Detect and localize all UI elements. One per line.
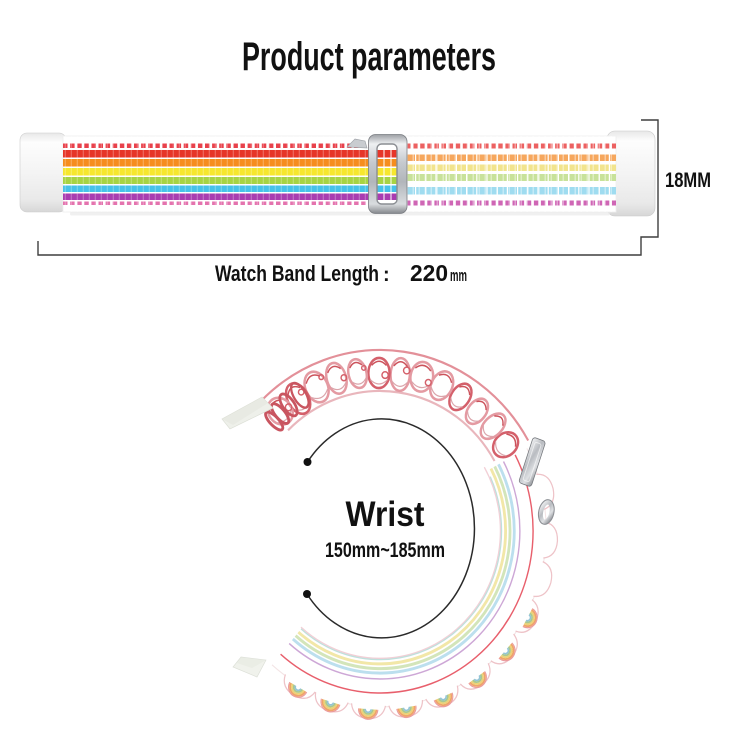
svg-text:18MM: 18MM <box>665 168 711 192</box>
svg-text:150mm~185mm: 150mm~185mm <box>325 539 445 562</box>
svg-text:Wrist: Wrist <box>346 495 425 534</box>
svg-text:220: 220 <box>410 260 448 286</box>
svg-text::: : <box>383 264 390 286</box>
svg-text:mm: mm <box>450 267 467 285</box>
svg-text:Product parameters: Product parameters <box>242 35 496 79</box>
svg-text:Watch Band Length: Watch Band Length <box>215 261 379 286</box>
